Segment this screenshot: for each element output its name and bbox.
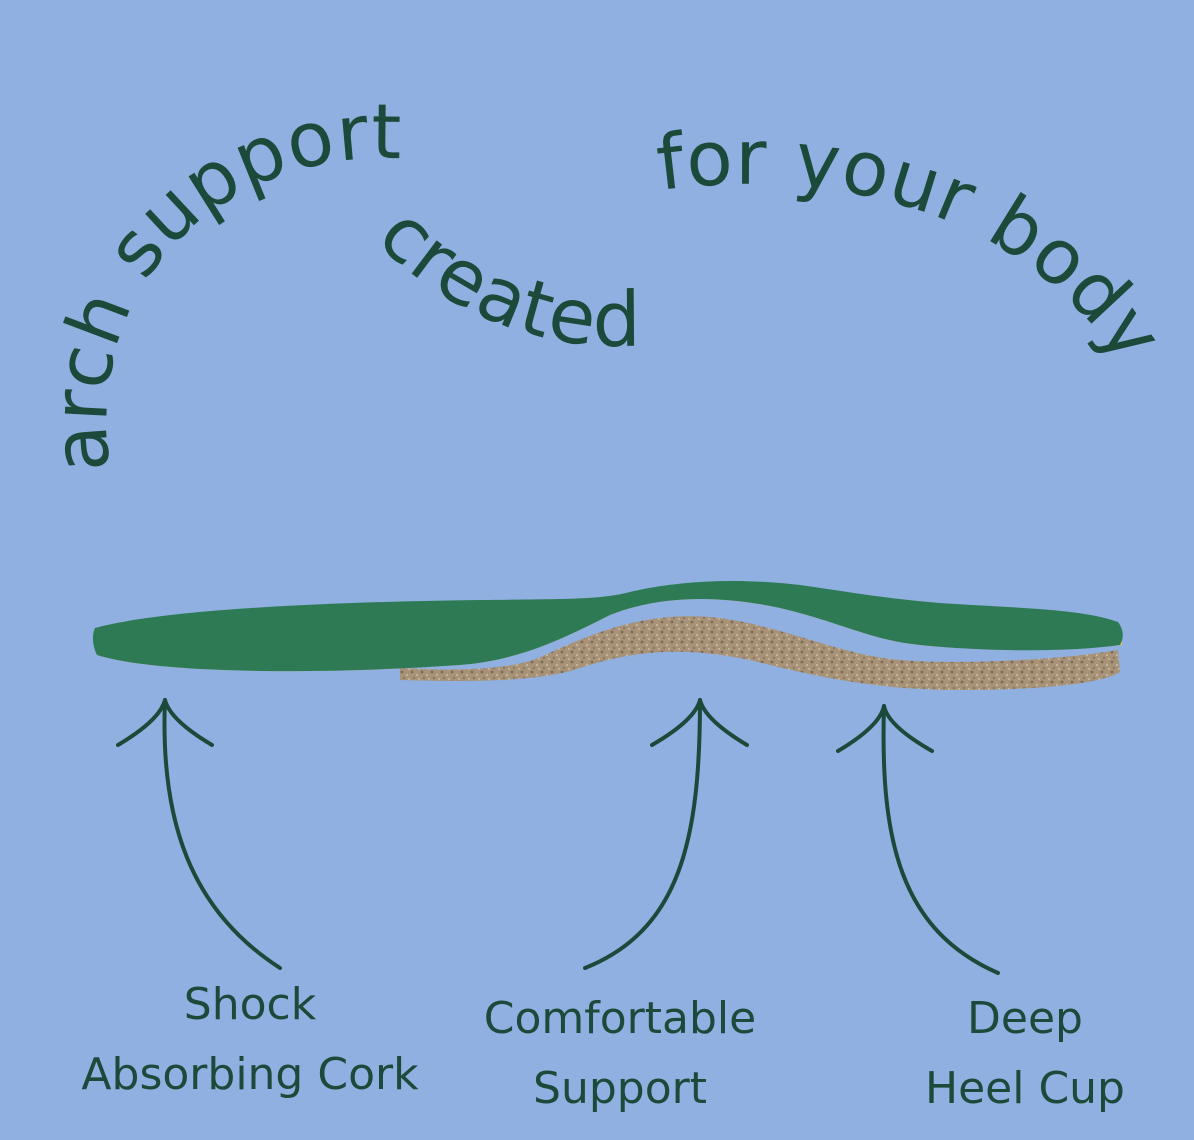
feature-label-line: Heel Cup: [925, 1063, 1125, 1114]
arrow-deep-heel-cup: [836, 704, 1000, 975]
arrow-shock-absorbing-cork: [116, 698, 282, 970]
headline-created: created: [362, 189, 642, 364]
headline-for-your-body: for your body: [652, 113, 1181, 378]
feature-label-shock-absorbing-cork: Shock Absorbing Cork: [50, 970, 450, 1110]
feature-label-line: Deep: [967, 993, 1083, 1044]
feature-label-line: Absorbing Cork: [81, 1049, 419, 1100]
feature-label-line: Shock: [183, 979, 317, 1030]
feature-label-comfortable-support: Comfortable Support: [445, 984, 795, 1124]
insole-illustration: [92, 580, 1123, 690]
feature-label-deep-heel-cup: Deep Heel Cup: [880, 984, 1170, 1124]
feature-label-line: Support: [533, 1063, 707, 1114]
insole-cork-layer: [400, 616, 1120, 690]
arrow-comfortable-support: [583, 698, 749, 970]
headline-arch-support: arch support: [35, 87, 403, 476]
insole-top-layer: [92, 580, 1123, 672]
feature-label-line: Comfortable: [483, 993, 757, 1044]
